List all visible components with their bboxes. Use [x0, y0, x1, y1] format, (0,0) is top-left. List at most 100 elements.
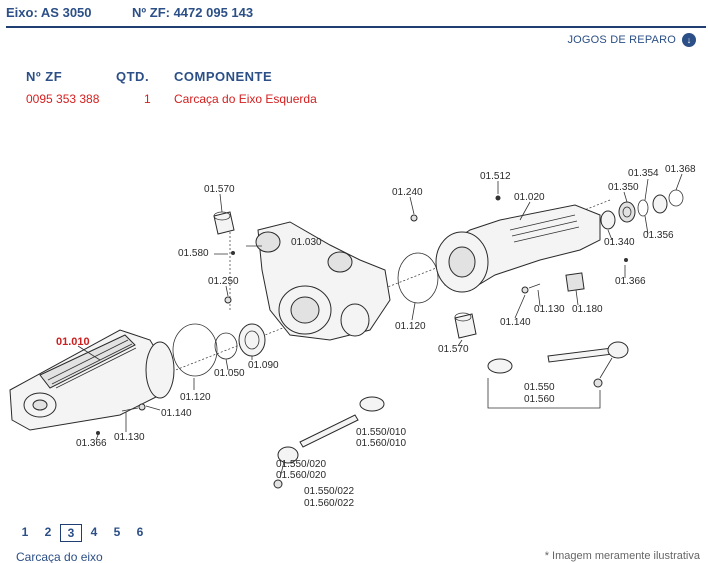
diagram-shape	[327, 251, 353, 273]
diagram-shape	[277, 446, 299, 464]
page-link[interactable]: 4	[90, 525, 98, 539]
part-label: 01.580	[178, 248, 209, 259]
diagram-shape	[340, 303, 370, 337]
part-label: 01.570	[204, 184, 235, 195]
snap-ring-part[interactable]	[637, 199, 649, 217]
part-label: 01.356	[643, 230, 674, 241]
diagram-shape	[279, 461, 285, 479]
part-label: 01.550/020	[276, 459, 326, 470]
diagram-shape	[454, 312, 472, 322]
diagram-shape	[255, 231, 281, 253]
bushing-part[interactable]	[454, 312, 477, 339]
washer-part[interactable]	[224, 296, 232, 304]
zf-number-label: Nº ZF: 4472 095 143	[132, 5, 254, 20]
bushing-part[interactable]	[213, 211, 235, 235]
part-label: 01.130	[114, 432, 145, 443]
part-label: 01.180	[572, 304, 603, 315]
diagram-shape	[593, 378, 603, 388]
diagram-shape	[509, 214, 580, 243]
o-ring-part[interactable]	[172, 323, 218, 377]
part-label: 01.130	[534, 304, 565, 315]
part-label: 01.250	[208, 276, 239, 287]
part-label: 01.570	[438, 344, 469, 355]
part-label: 01.140	[500, 317, 531, 328]
row-component: Carcaça do Eixo Esquerda	[174, 92, 317, 106]
part-label: 01.560/022	[304, 498, 354, 509]
page-link[interactable]: 5	[113, 525, 121, 539]
part-label: 01.090	[248, 360, 279, 371]
screw-part[interactable]	[624, 258, 628, 262]
cover-ring-part[interactable]	[652, 194, 668, 214]
bolt-part[interactable]	[521, 283, 541, 294]
bearing-ring-part[interactable]	[600, 210, 616, 230]
part-label: 01.550/022	[304, 486, 354, 497]
part-label: 01.050	[214, 368, 245, 379]
row-quantity: 1	[144, 92, 151, 106]
part-label: 01.030	[291, 237, 322, 248]
leader-line	[77, 173, 683, 441]
diagram-shape	[622, 206, 632, 218]
axle-label: Eixo: AS 3050	[6, 5, 92, 20]
o-ring-part[interactable]	[397, 252, 439, 304]
header-divider	[6, 26, 706, 28]
seal-ring-part[interactable]	[618, 201, 636, 223]
seal-part[interactable]	[238, 323, 266, 357]
column-header-component: COMPONENTE	[174, 69, 273, 84]
part-label: 01.340	[604, 237, 635, 248]
part-label: 01.366	[615, 276, 646, 287]
diagram-shape	[359, 396, 385, 412]
part-label: 01.354	[628, 168, 659, 179]
repair-kits-link[interactable]: JOGOS DE REPARO ↓	[567, 33, 696, 47]
page-link-current[interactable]: 3	[60, 524, 82, 542]
part-label: 01.560	[524, 394, 555, 405]
page-header: Eixo: AS 3050 Nº ZF: 4472 095 143	[0, 0, 708, 28]
diagram-shape	[607, 341, 629, 359]
pagination: 1 2 3 4 5 6	[14, 524, 152, 542]
part-label: 01.350	[608, 182, 639, 193]
plug-part[interactable]	[410, 214, 418, 222]
part-label: 01.550	[524, 382, 555, 393]
o-ring-small-part[interactable]	[668, 189, 684, 207]
screw-part[interactable]	[231, 251, 235, 255]
part-label: 01.366	[76, 438, 107, 449]
housing-right-part[interactable]	[435, 204, 601, 293]
tie-rod-right-part[interactable]	[487, 341, 629, 388]
page-link[interactable]: 1	[21, 525, 29, 539]
part-label-highlighted: 01.010	[56, 336, 90, 348]
column-header-qty: QTD.	[116, 69, 150, 84]
part-label: 01.120	[395, 321, 426, 332]
tie-rod-lower-part[interactable]	[273, 396, 385, 489]
diagram-shape	[238, 323, 266, 357]
diagram-shape	[213, 211, 235, 235]
screw-part[interactable]	[96, 431, 100, 435]
diagram-shape	[273, 479, 283, 489]
exploded-parts-diagram: 01.570 01.580 01.030 01.250 01.240 01.51…	[9, 164, 696, 509]
diagram-shape	[528, 283, 541, 289]
diagram-shape	[547, 347, 614, 363]
housing-left-part[interactable]	[9, 329, 175, 431]
diagram-shape	[244, 330, 260, 350]
diagram-shape	[299, 414, 359, 448]
part-label: 01.240	[392, 187, 423, 198]
part-label: 01.120	[180, 392, 211, 403]
carrier-housing-part[interactable]	[255, 221, 391, 341]
part-label: 01.512	[480, 171, 511, 182]
row-zf-number: 0095 353 388	[26, 92, 100, 106]
part-label: 01.020	[514, 192, 545, 203]
diagram-shape	[521, 286, 529, 294]
diagram-shape	[138, 403, 146, 411]
column-header-zf: Nº ZF	[26, 69, 63, 84]
diagram-shape	[448, 246, 476, 278]
part-label: 01.550/010	[356, 427, 406, 438]
ring-part[interactable]	[214, 332, 238, 360]
illustrative-disclaimer: * Imagem meramente ilustrativa	[544, 550, 700, 562]
breather-part[interactable]	[495, 195, 501, 201]
page-link[interactable]: 2	[44, 525, 52, 539]
page-link[interactable]: 6	[136, 525, 144, 539]
diagram-shape	[487, 358, 513, 374]
bolt-part[interactable]	[121, 403, 146, 412]
diagram-shape	[47, 339, 137, 389]
diagram-shape	[599, 357, 613, 379]
nameplate-part[interactable]	[565, 272, 585, 292]
diagram-shape	[454, 313, 477, 339]
